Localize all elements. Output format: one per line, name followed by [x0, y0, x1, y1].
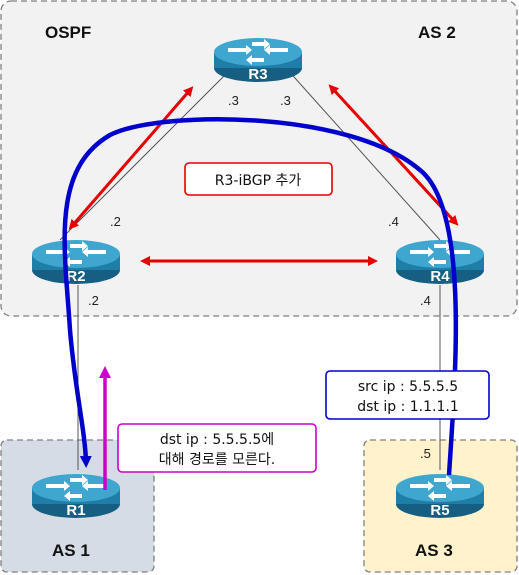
as3-label: AS 3 [415, 541, 453, 560]
ip-r3-left: .3 [228, 93, 239, 108]
ibgp-callout-text: R3-iBGP 추가 [215, 173, 302, 189]
router-r2[interactable]: R2 [32, 240, 120, 285]
packet-header-callout-box [325, 370, 490, 420]
packet-path-arrow [62, 117, 459, 476]
route-unknown-line2: 대해 경로를 모른다. [159, 452, 275, 468]
ip-r2-top: .2 [110, 214, 121, 229]
router-r1[interactable]: R1 [32, 474, 120, 519]
ibgp-callout-box [184, 162, 333, 196]
ip-r3-right: .3 [280, 93, 291, 108]
ip-r2-bottom: .2 [88, 293, 99, 308]
router-r4[interactable]: R4 [396, 240, 484, 285]
router-r5-label: R5 [430, 502, 449, 519]
route-unknown-line1: dst ip : 5.5.5.5에 [160, 432, 274, 448]
ip-r4-bottom: .4 [420, 293, 431, 308]
router-r3-label: R3 [248, 66, 267, 83]
packet-src-ip: src ip : 5.5.5.5 [358, 379, 458, 395]
router-r3[interactable]: R3 [214, 38, 302, 83]
as1-label: AS 1 [52, 541, 90, 560]
ip-r5-top: .5 [420, 446, 431, 461]
packet-dst-ip: dst ip : 1.1.1.1 [357, 399, 459, 415]
ospf-label: OSPF [45, 23, 91, 42]
router-r1-label: R1 [66, 502, 85, 519]
router-r4-label: R4 [430, 268, 450, 285]
route-unknown-callout-box [117, 423, 317, 473]
ibgp-arrow-r3-r2 [68, 86, 194, 230]
as2-ospf-area [0, 0, 518, 317]
ip-r4-top: .4 [388, 214, 399, 229]
router-r5[interactable]: R5 [396, 474, 484, 519]
as2-label: AS 2 [418, 23, 456, 42]
router-r2-label: R2 [66, 268, 85, 285]
